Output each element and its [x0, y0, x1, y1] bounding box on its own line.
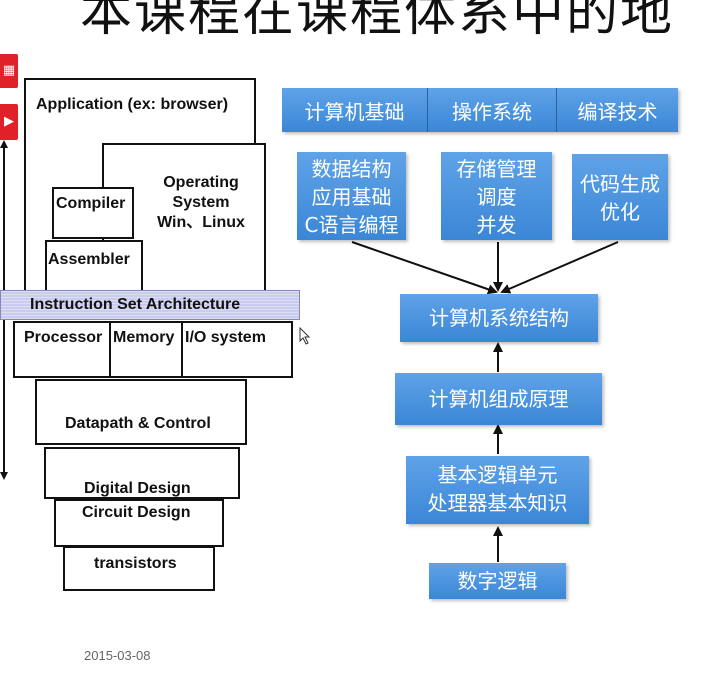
- course-operating-systems: 操作系统: [452, 100, 532, 124]
- processor-row: [13, 321, 293, 378]
- compiler-topics-box: 代码生成 优化: [572, 154, 668, 240]
- course-compilers: 编译技术: [577, 100, 658, 124]
- processor-label: Processor: [24, 329, 103, 346]
- basic-logic-box: 基本逻辑单元 处理器基本知识: [406, 456, 589, 524]
- isa-label: Instruction Set Architecture: [30, 296, 241, 313]
- isa-band: [0, 290, 300, 320]
- foundation-bar: 计算机基础 操作系统 编译技术: [282, 88, 678, 132]
- computer-architecture-box: 计算机系统结构: [400, 294, 598, 342]
- memory-label: Memory: [113, 329, 175, 346]
- datapath-label: Datapath & Control: [65, 415, 211, 432]
- divider: [181, 323, 183, 376]
- datapath-box: [35, 379, 247, 445]
- compiler-label: Compiler: [56, 195, 126, 212]
- divider: [109, 323, 111, 376]
- io-label: I/O system: [185, 329, 266, 346]
- play-tab[interactable]: ▶: [0, 104, 18, 140]
- transistors-label: transistors: [94, 555, 177, 572]
- assembler-label: Assembler: [48, 251, 130, 268]
- transistors-box: [63, 546, 215, 591]
- divider: [427, 88, 428, 132]
- compiler-box: [52, 187, 134, 239]
- application-label: Application (ex: browser): [36, 96, 229, 113]
- course-computer-basics: 计算机基础: [304, 100, 405, 124]
- dependency-arrows: [351, 241, 619, 562]
- circuit-design-label: Circuit Design: [82, 504, 191, 521]
- mouse-cursor-icon: [299, 327, 311, 345]
- computer-organization-box: 计算机组成原理: [395, 373, 602, 425]
- os-topics-box: 存储管理 调度 并发: [441, 152, 552, 240]
- digital-design-label: Digital Design: [84, 480, 191, 497]
- digital-logic-box: 数字逻辑: [429, 563, 566, 599]
- play-icon: ▶: [4, 113, 14, 128]
- slide-date: 2015-03-08: [84, 648, 151, 663]
- data-structures-box: 数据结构 应用基础 C语言编程: [297, 152, 406, 240]
- filmstrip-tab[interactable]: ▦: [0, 54, 18, 88]
- divider: [556, 88, 557, 132]
- film-icon: ▦: [2, 62, 16, 77]
- slide-title: 本课程在课程体系中的地: [80, 0, 675, 43]
- digital-design-box: [44, 447, 240, 499]
- assembler-box: [45, 240, 143, 292]
- os-label: Operating System Win、Linux: [157, 174, 245, 231]
